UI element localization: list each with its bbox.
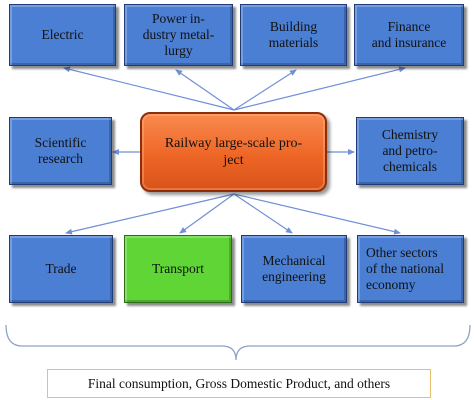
node-transport: Transport: [124, 235, 232, 303]
arrow-to-power-industry: [175, 69, 235, 111]
node-power-industry-metallurgy: Power in- dustry metal- lurgy: [124, 4, 233, 66]
arrow-to-electric: [63, 66, 235, 111]
node-building-materials-label: Building materials: [268, 19, 319, 50]
node-finance-insurance-label: Finance and insurance: [371, 19, 447, 50]
node-scientific-research: Scientific research: [9, 117, 112, 185]
arrow-to-mechanical-engineering: [233, 193, 293, 234]
center-node-railway-project: Railway large-scale pro- ject: [140, 112, 327, 192]
node-trade: Trade: [9, 235, 113, 303]
node-other-sectors-label: Other sectors of the national economy: [366, 245, 444, 292]
footer-outcome-label: Final consumption, Gross Domestic Produc…: [87, 375, 391, 391]
node-mechanical-engineering: Mechanical engineering: [241, 235, 347, 303]
node-transport-label: Transport: [151, 261, 204, 276]
arrow-to-trade: [65, 193, 235, 235]
node-mechanical-engineering-label: Mechanical engineering: [262, 253, 326, 284]
node-other-sectors: Other sectors of the national economy: [357, 235, 464, 303]
node-finance-insurance: Finance and insurance: [354, 4, 464, 66]
node-electric: Electric: [9, 4, 116, 66]
node-chemistry-petrochemicals-label: Chemistry and petro- chemicals: [381, 127, 439, 174]
footer-outcome-box: Final consumption, Gross Domestic Produc…: [47, 369, 431, 398]
node-electric-label: Electric: [41, 27, 84, 42]
node-scientific-research-label: Scientific research: [34, 135, 87, 166]
node-power-industry-metallurgy-label: Power in- dustry metal- lurgy: [142, 11, 215, 58]
arrow-to-finance: [233, 66, 406, 111]
node-building-materials: Building materials: [240, 4, 347, 66]
arrow-to-other-sectors: [233, 193, 401, 235]
arrow-to-transport: [179, 193, 235, 234]
node-trade-label: Trade: [45, 261, 77, 276]
node-chemistry-petrochemicals: Chemistry and petro- chemicals: [356, 117, 464, 185]
center-node-label: Railway large-scale pro- ject: [164, 136, 303, 168]
arrow-to-building-materials: [233, 69, 297, 111]
